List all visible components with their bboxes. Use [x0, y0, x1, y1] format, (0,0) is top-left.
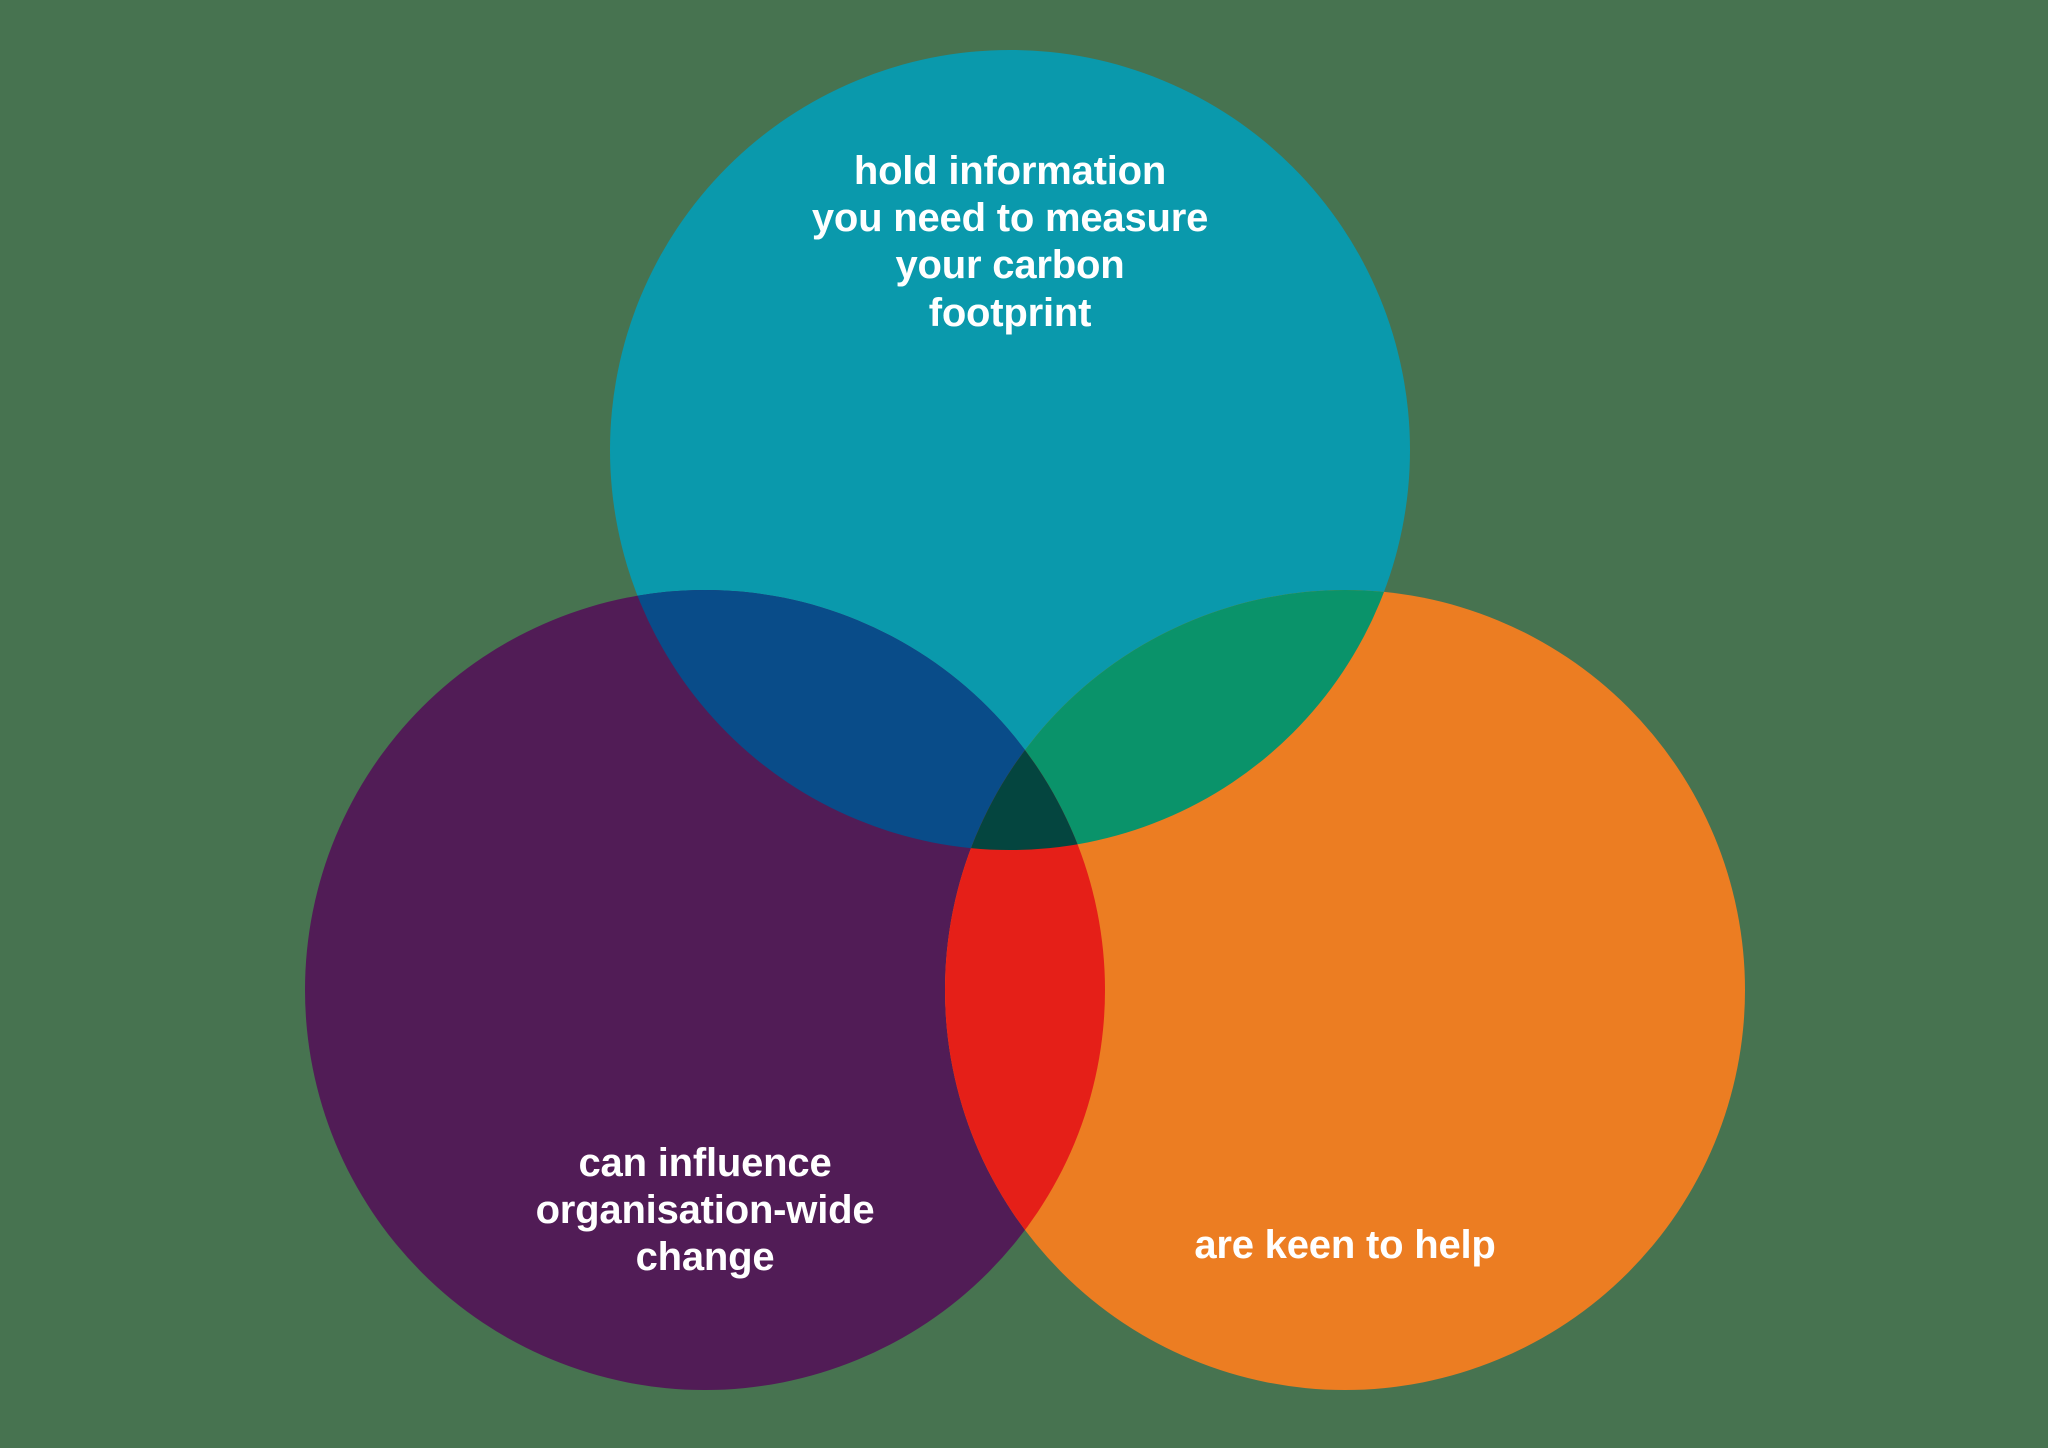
intersection-top-right	[945, 590, 1410, 850]
intersection-top-left	[610, 590, 1105, 850]
